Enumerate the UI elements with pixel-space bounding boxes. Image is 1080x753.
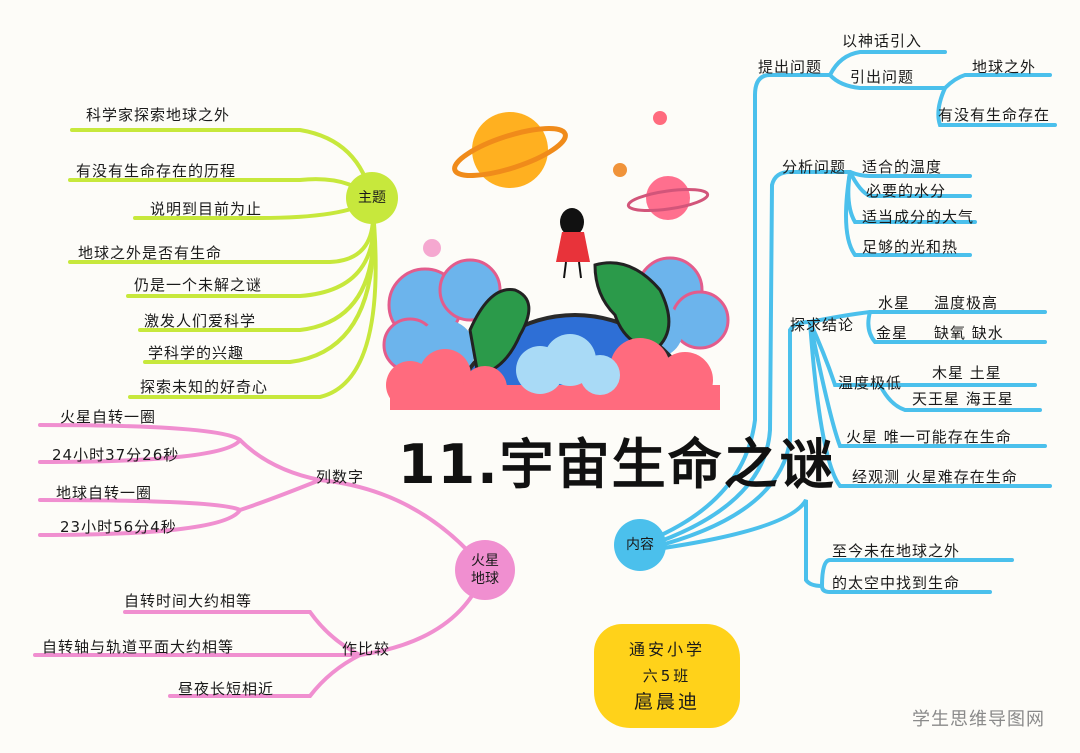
venus-desc: 缺氧 缺水 — [934, 324, 1004, 342]
list-numbers-item: 火星自转一圈 — [60, 408, 157, 426]
list-numbers-label: 列数字 — [316, 468, 365, 486]
final-conclusion-line2: 的太空中找到生命 — [832, 574, 961, 592]
analyze-item: 足够的光和热 — [862, 238, 959, 256]
small-star-dot — [423, 239, 441, 257]
signature-name: 扈晨迪 — [633, 691, 700, 713]
signature-class: 六5班 — [642, 667, 692, 685]
compare-item: 昼夜长短相近 — [178, 680, 275, 698]
space-illustration — [382, 111, 730, 410]
low-temp-label: 温度极低 — [838, 374, 903, 392]
conclude-label: 探求结论 — [790, 316, 855, 334]
observed-result: 经观测 火星难存在生命 — [852, 468, 1018, 486]
planets-jupiter-saturn: 木星 土星 — [932, 364, 1002, 382]
content-node-label: 内容 — [626, 537, 654, 553]
theme-item: 说明到目前为止 — [150, 200, 263, 218]
compare-item: 自转轴与轨道平面大约相等 — [42, 638, 235, 656]
theme-item: 激发人们爱科学 — [144, 312, 257, 330]
compare-label: 作比较 — [342, 640, 391, 658]
planet-mercury: 水星 — [878, 294, 911, 312]
raise-question-label: 提出问题 — [758, 58, 823, 76]
list-numbers-item: 地球自转一圈 — [56, 484, 153, 502]
small-star-dot — [653, 111, 667, 125]
author-signature-box: 通安小学 六5班 扈晨迪 — [594, 624, 740, 728]
analyze-item: 适当成分的大气 — [862, 208, 975, 226]
cloud-bottom-pink — [386, 338, 720, 410]
theme-item: 科学家探索地球之外 — [86, 106, 231, 124]
compare-item: 自转时间大约相等 — [124, 592, 253, 610]
theme-node-bubble — [346, 172, 398, 224]
list-numbers-item: 23小时56分4秒 — [60, 518, 177, 536]
final-conclusion-line1: 至今未在地球之外 — [832, 542, 961, 560]
raise-beyond: 地球之外 — [972, 58, 1037, 76]
raise-lead: 引出问题 — [850, 68, 915, 86]
theme-item: 探索未知的好奇心 — [140, 378, 269, 396]
analyze-item: 适合的温度 — [862, 158, 943, 176]
analyze-label: 分析问题 — [782, 158, 847, 176]
mars-node-bubble — [455, 540, 515, 600]
branch-mars-lines — [33, 423, 487, 698]
mars-node-line2: 地球 — [471, 571, 499, 587]
mars-node-label: 火星 地球 — [455, 540, 515, 600]
theme-item: 仍是一个未解之谜 — [134, 276, 263, 294]
theme-item: 地球之外是否有生命 — [78, 244, 223, 262]
theme-item: 有没有生命存在的历程 — [76, 162, 237, 180]
analyze-item: 必要的水分 — [866, 182, 947, 200]
mars-node-line1: 火星 — [471, 553, 499, 569]
theme-item: 学科学的兴趣 — [148, 344, 245, 362]
raise-life-exists: 有没有生命存在 — [938, 106, 1051, 124]
saturn-planet — [452, 112, 568, 188]
planets-uranus-neptune: 天王星 海王星 — [912, 390, 1014, 408]
watermark-text: 学生思维导图网 — [912, 709, 1045, 730]
signature-school: 通安小学 — [628, 640, 705, 659]
mercury-desc: 温度极高 — [934, 294, 999, 312]
cloud-middle-light — [516, 334, 620, 395]
small-star-dot — [613, 163, 627, 177]
raise-myth: 以神话引入 — [842, 32, 923, 50]
pink-planet — [626, 176, 710, 220]
earth-globe — [451, 261, 699, 397]
theme-node-label: 主题 — [358, 190, 386, 206]
girl-figure — [556, 208, 590, 279]
mars-only-life: 火星 唯一可能存在生命 — [846, 428, 1012, 446]
page-title: 11.宇宙生命之谜 — [398, 433, 836, 496]
planet-venus: 金星 — [876, 324, 909, 342]
list-numbers-item: 24小时37分26秒 — [52, 446, 180, 464]
content-node-bubble — [614, 519, 666, 571]
branch-content-lines — [648, 50, 1057, 594]
